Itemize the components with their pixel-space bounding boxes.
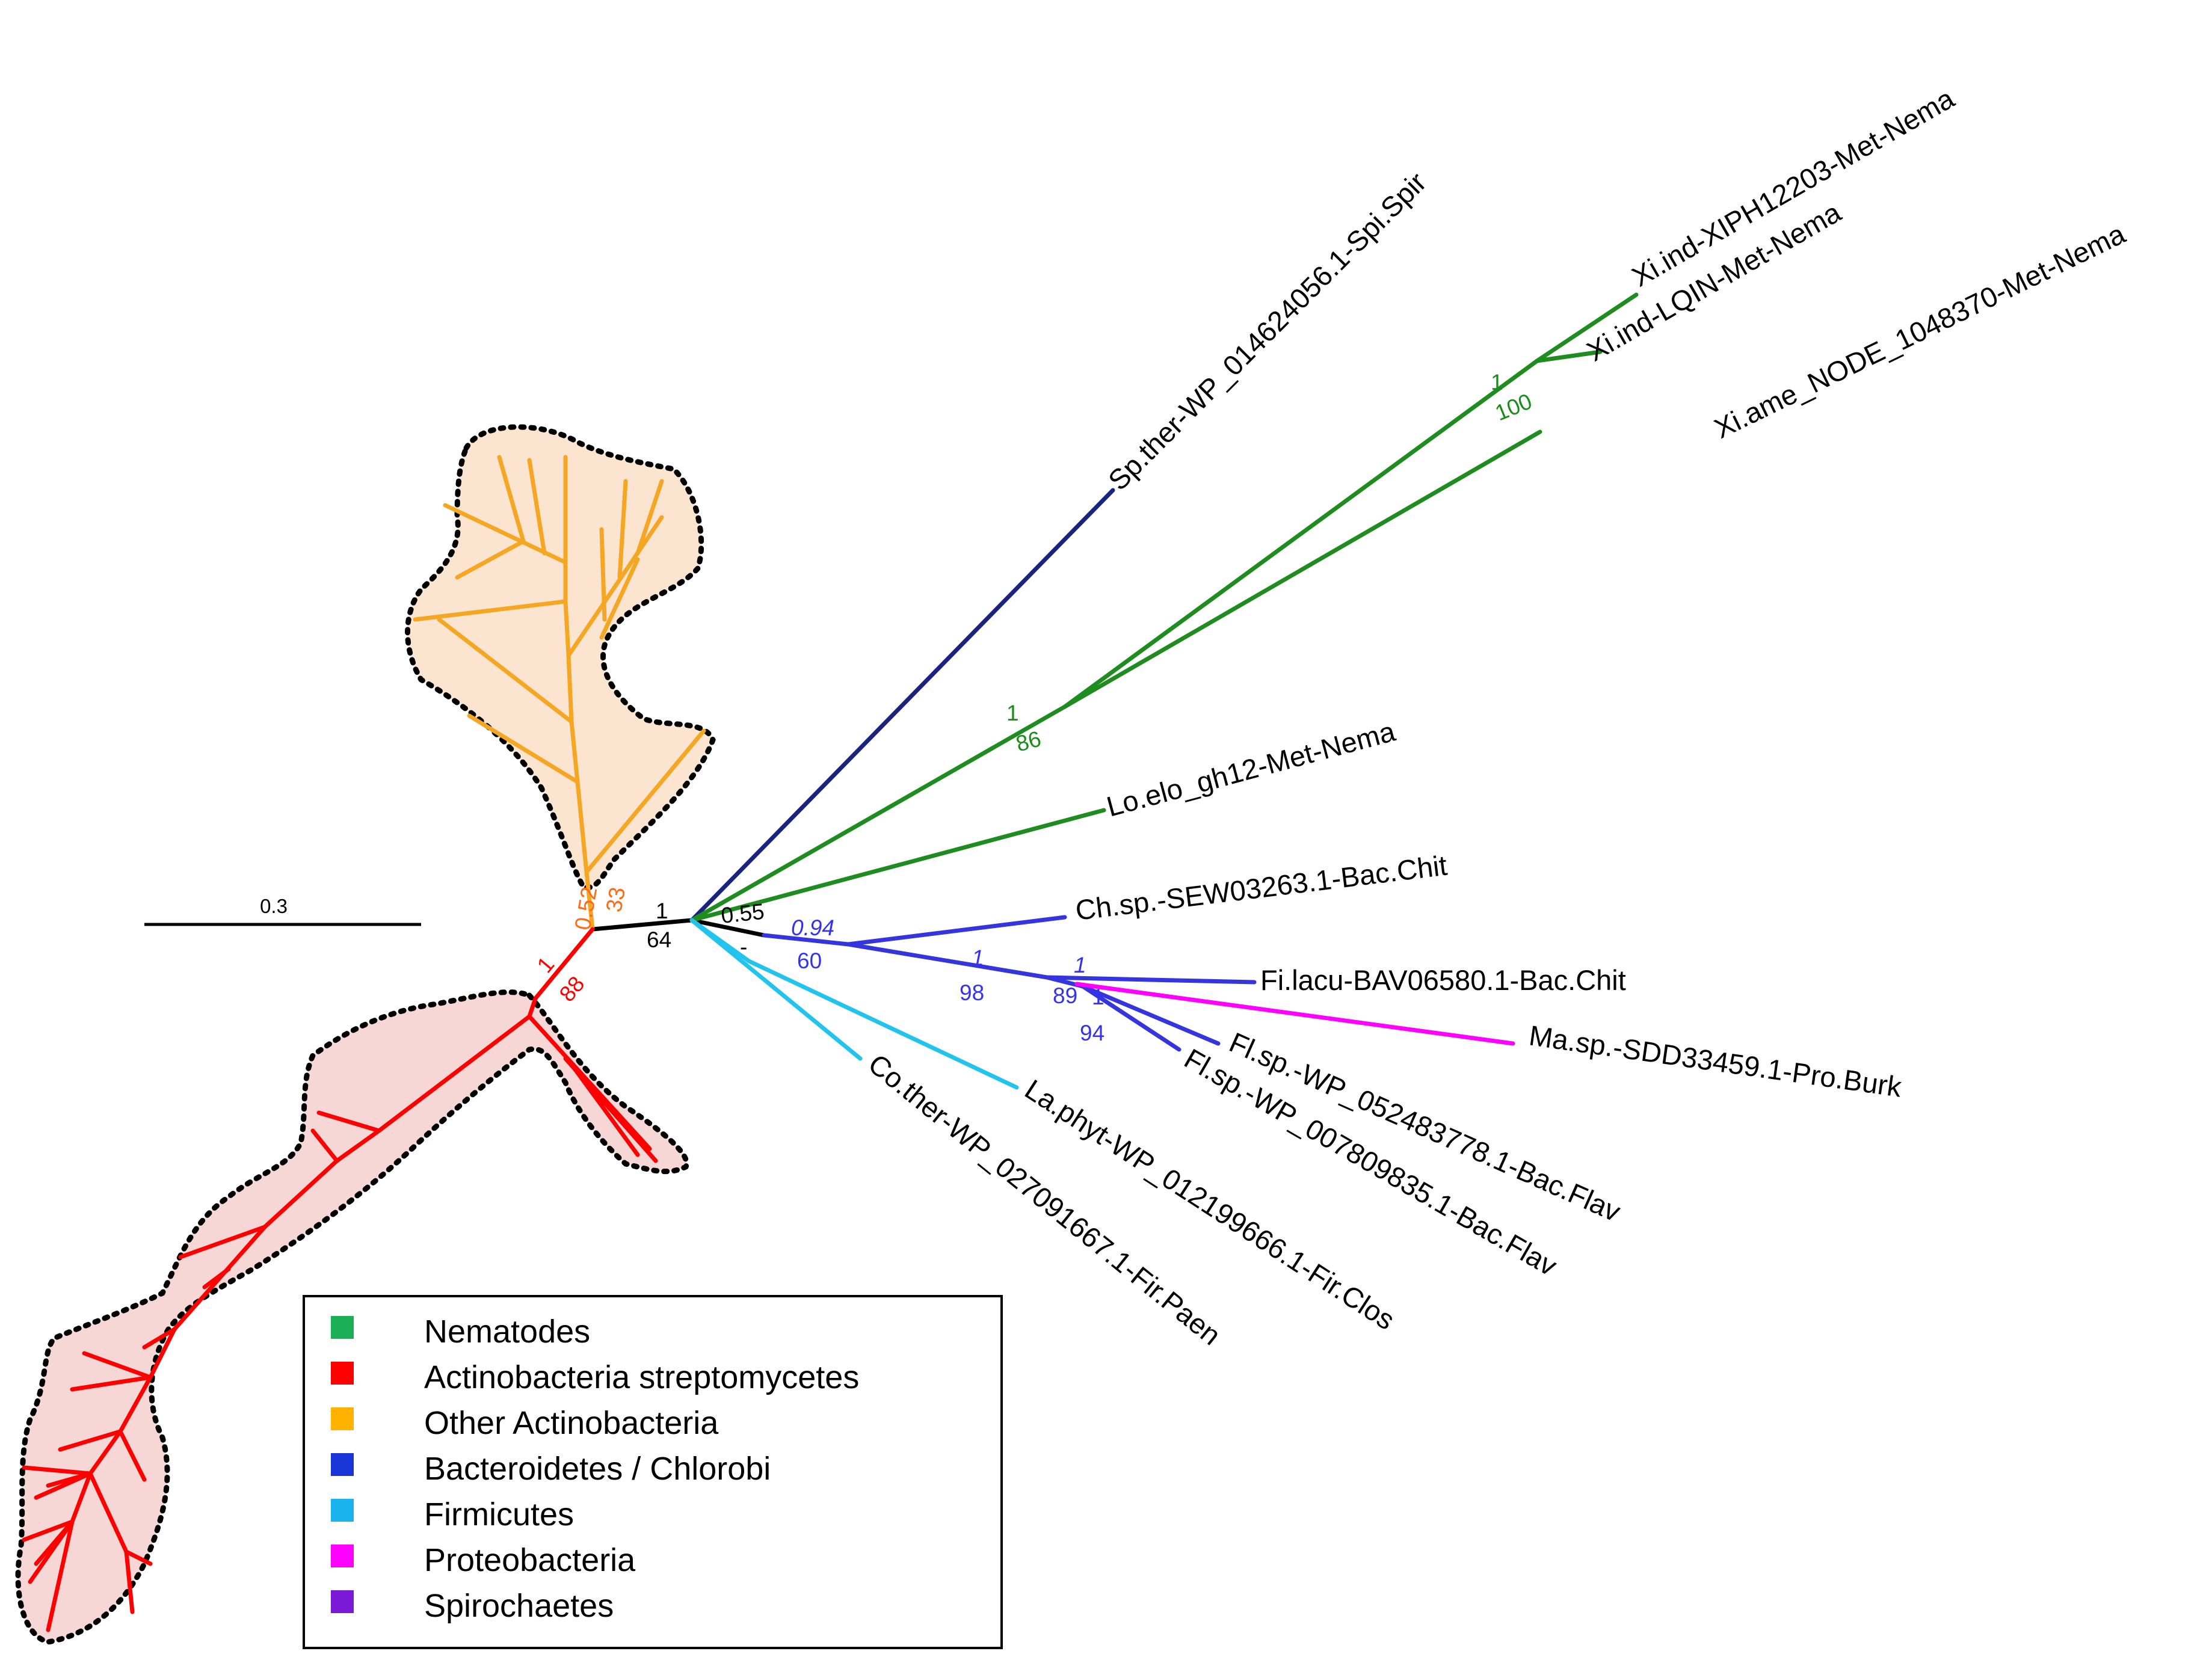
legend-swatch bbox=[331, 1362, 354, 1385]
support-value: 88 bbox=[555, 971, 590, 1006]
leaf-label: Fi.lacu-BAV06580.1-Bac.Chit bbox=[1260, 964, 1626, 996]
legend-swatch bbox=[331, 1545, 354, 1567]
legend-label: Spirochaetes bbox=[424, 1588, 614, 1624]
legend-label: Firmicutes bbox=[424, 1496, 574, 1533]
legend-swatch bbox=[331, 1453, 354, 1476]
legend-swatch bbox=[331, 1316, 354, 1339]
legend-swatch bbox=[331, 1590, 354, 1613]
support-value: 86 bbox=[1013, 726, 1043, 756]
scale-bar: 0.3 bbox=[144, 895, 421, 926]
legend: Nematodes Actinobacteria streptomycetes … bbox=[303, 1295, 1003, 1649]
support-value: 1 bbox=[972, 945, 984, 970]
leaf-label: Sp.ther-WP_014624056.1-Spi.Spir bbox=[1102, 166, 1432, 496]
legend-item: Firmicutes bbox=[331, 1496, 574, 1533]
support-value: 0.52 bbox=[570, 885, 602, 932]
support-value: 64 bbox=[647, 927, 671, 952]
legend-label: Other Actinobacteria bbox=[424, 1405, 719, 1441]
legend-swatch bbox=[331, 1499, 354, 1522]
firmicutes-branches bbox=[689, 918, 1019, 1090]
proteobacteria-branch bbox=[1074, 982, 1515, 1046]
support-value: 60 bbox=[797, 948, 822, 973]
support-value: 1 bbox=[1092, 985, 1104, 1009]
support-value: 1 bbox=[1491, 370, 1503, 395]
other-actinobacteria-clade-region bbox=[405, 424, 716, 891]
leaf-label: Xi.ind-XIPH12203-Met-Nema bbox=[1627, 82, 1960, 293]
leaf-label: Lo.elo_gh12-Met-Nema bbox=[1103, 715, 1399, 822]
legend-label: Actinobacteria streptomycetes bbox=[424, 1359, 859, 1395]
legend-label: Proteobacteria bbox=[424, 1542, 636, 1578]
spirochaetes-branch bbox=[689, 488, 1115, 923]
legend-box bbox=[303, 1295, 1003, 1649]
legend-item: Spirochaetes bbox=[331, 1588, 614, 1624]
scale-bar-label: 0.3 bbox=[260, 895, 288, 917]
support-value: 1 bbox=[1074, 953, 1086, 977]
leaf-label: Ch.sp.-SEW03263.1-Bac.Chit bbox=[1074, 849, 1449, 926]
support-value: 1 bbox=[656, 899, 668, 923]
legend-item: Other Actinobacteria bbox=[331, 1405, 719, 1441]
bacteroidetes-branches bbox=[762, 915, 1257, 1052]
legend-label: Bacteroidetes / Chlorobi bbox=[424, 1451, 771, 1487]
streptomycetes-branches bbox=[22, 927, 658, 1632]
legend-swatch bbox=[331, 1407, 354, 1430]
legend-label: Nematodes bbox=[424, 1314, 590, 1350]
legend-item: Actinobacteria streptomycetes bbox=[331, 1359, 859, 1395]
other-actinobacteria-branches bbox=[413, 455, 706, 932]
legend-item: Bacteroidetes / Chlorobi bbox=[331, 1451, 771, 1487]
support-value: 89 bbox=[1053, 983, 1077, 1008]
backbone-branch bbox=[590, 918, 766, 938]
support-value: 33 bbox=[602, 885, 630, 914]
support-value: 0.55 bbox=[720, 899, 766, 928]
support-value: - bbox=[740, 935, 747, 959]
support-value: 1 bbox=[1006, 701, 1019, 725]
support-value: 98 bbox=[960, 980, 984, 1005]
support-value: 94 bbox=[1080, 1021, 1104, 1045]
leaf-label: Ma.sp.-SDD33459.1-Pro.Burk bbox=[1527, 1019, 1904, 1102]
nematodes-branches bbox=[689, 292, 1639, 923]
support-value: 0.94 bbox=[791, 915, 834, 940]
legend-item: Proteobacteria bbox=[331, 1542, 636, 1578]
legend-item: Nematodes bbox=[331, 1314, 590, 1350]
